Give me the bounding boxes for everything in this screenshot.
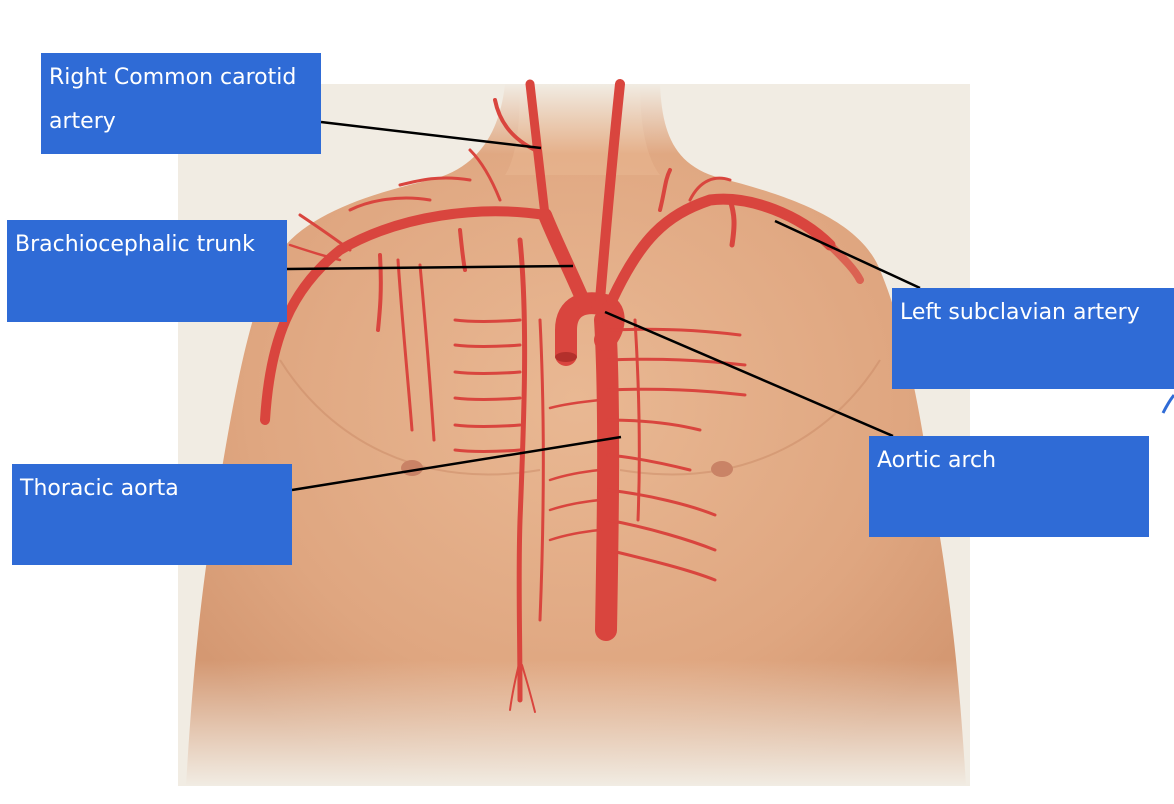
right-subclavian-vessel [260, 206, 550, 425]
leader-lines [286, 120, 921, 492]
left-nipple [401, 460, 423, 476]
label-brachiocephalic-trunk[interactable]: Brachiocephalic trunk [7, 220, 287, 322]
leader-line-right-common-carotid [320, 120, 542, 150]
leader-line-brachiocephalic-trunk [286, 264, 574, 271]
pectoral-contour-right [619, 359, 881, 476]
pectoral-contour-left [279, 359, 541, 476]
label-left-subclavian-artery[interactable]: Left subclavian artery [892, 288, 1174, 389]
left-subclavian-vessel [606, 193, 836, 306]
thoracic-aorta-vessel [594, 309, 620, 641]
aortic-arch-vessel [555, 292, 625, 366]
leader-line-aortic-arch [604, 310, 894, 438]
aortic-root-opening [555, 352, 577, 362]
right-nipple [711, 461, 733, 477]
leader-line-thoracic-aorta [291, 435, 622, 492]
label-right-common-carotid-artery[interactable]: Right Common carotid artery [41, 53, 321, 154]
left-carotid-vessel [595, 79, 625, 305]
leader-line-left-subclavian [774, 219, 921, 290]
edge-arrow-fragment [1161, 394, 1174, 414]
artery-network [260, 79, 864, 713]
bottom-fade [178, 660, 970, 786]
right-carotid-vessel [525, 79, 550, 220]
label-aortic-arch[interactable]: Aortic arch [869, 436, 1149, 537]
brachiocephalic-vessel [538, 208, 592, 312]
label-thoracic-aorta[interactable]: Thoracic aorta [12, 464, 292, 565]
